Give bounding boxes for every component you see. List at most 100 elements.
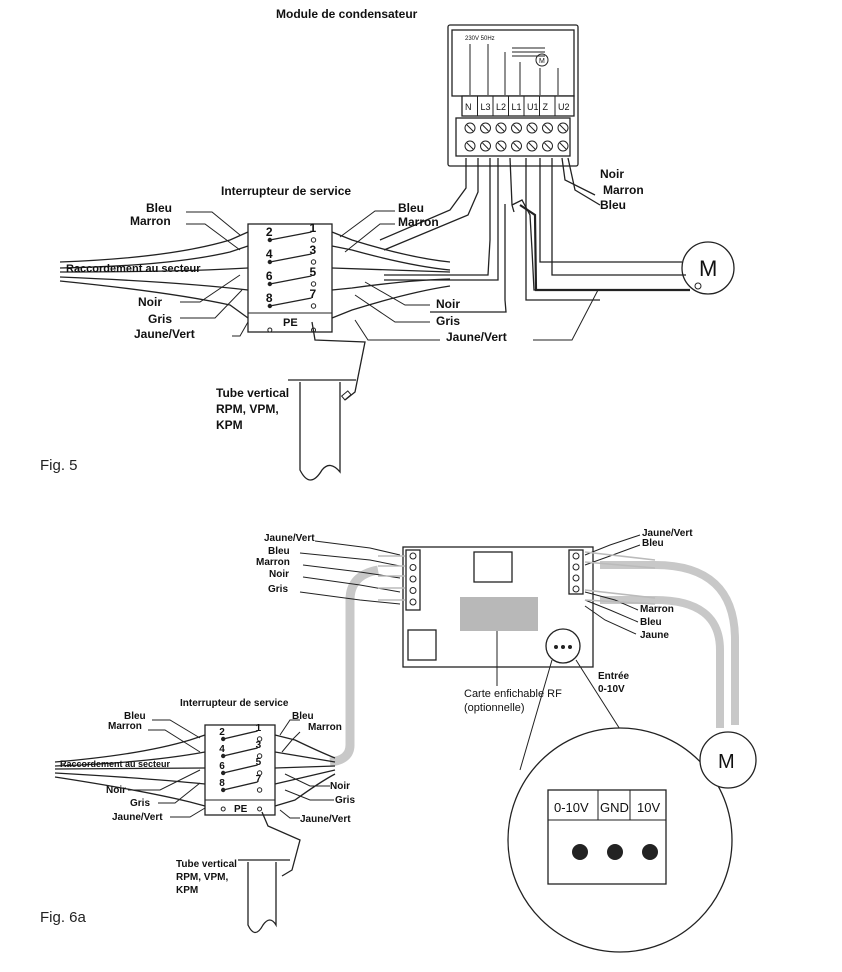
switch-right-number: 1 (256, 723, 262, 734)
right-top-label-2: Bleu (642, 538, 664, 549)
fig6-wire-labels: Jaune/Vert Bleu Marron Noir Gris Jaune/V… (256, 528, 693, 714)
right-terminal-block (568, 549, 584, 595)
fig6-left-leaders (299, 540, 405, 605)
input-pin-dot (561, 645, 565, 649)
motor-label: M (718, 751, 735, 773)
screw-slot (482, 142, 489, 150)
input-line-2: 0-10V (598, 684, 625, 695)
switch-right-number: 1 (310, 221, 317, 235)
screw-slot (544, 142, 551, 150)
switch-left-number: 4 (219, 744, 225, 755)
switch-contact (310, 303, 317, 309)
input-pin-dot (554, 645, 558, 649)
switch-blade (223, 781, 258, 791)
switch-box (247, 223, 333, 333)
figure-label-6a: Fig. 6a (40, 909, 87, 926)
vertical-tube-fig6a: Tube vertical RPM, VPM, KPM (176, 811, 301, 934)
switch-right-number: 3 (310, 243, 317, 257)
pe-contact (267, 327, 273, 333)
sw-left-top-2: Marron (108, 721, 142, 732)
switch-left-number: 2 (266, 225, 273, 239)
left-top-label-1: Bleu (146, 201, 172, 215)
board-chip (407, 629, 437, 661)
sw-left-bottom-2: Gris (130, 798, 150, 809)
switch-right-number: 7 (256, 774, 262, 785)
switch-left-number: 4 (266, 247, 273, 261)
module-terminal-label: U1 (527, 102, 539, 112)
grey-cable-right-bottom (600, 596, 724, 728)
tube-line-3: KPM (176, 885, 198, 896)
tube-line-1: Tube vertical (216, 386, 289, 400)
grey-cable-left (329, 565, 379, 767)
switch-left-number: 8 (219, 778, 225, 789)
switch-blade (223, 747, 258, 757)
switch-blade (269, 275, 312, 285)
mains-cable-fig6a: Raccordement au secteur (54, 734, 336, 807)
switch-blade (223, 764, 258, 774)
mid-bottom-label-1: Noir (436, 297, 460, 311)
screw-slot (497, 142, 505, 150)
board-screw (572, 585, 580, 593)
switch-title: Interrupteur de service (221, 184, 351, 198)
left-wire-label-3: Marron (256, 557, 290, 568)
sw-left-top-1: Bleu (124, 711, 146, 722)
board-screw (409, 575, 417, 583)
fig6-right-leaders (584, 534, 656, 635)
fig6-switch-labels: Bleu Marron Noir Gris Jaune/Vert Bleu Ma… (106, 711, 355, 825)
tube-line-2: RPM, VPM, (216, 402, 279, 416)
mid-top-label-1: Bleu (398, 201, 424, 215)
right-top-label-1: Jaune/Vert (642, 528, 693, 539)
switch-pivot (267, 281, 273, 287)
input-line-1: Entrée (598, 671, 630, 682)
sw-left-bottom-1: Noir (106, 785, 126, 796)
module-terminal-label: L2 (496, 102, 506, 112)
screw-slot (559, 124, 567, 132)
mains-cable-fig5: Raccordement au secteur (59, 231, 451, 319)
tube-ground-clip (340, 390, 352, 401)
screw-slot (466, 142, 474, 150)
fig5-label-leaders (180, 210, 599, 341)
zoom-label-2: GND (600, 800, 629, 815)
sw-right-bottom-1: Noir (330, 781, 350, 792)
board-screw (572, 552, 580, 560)
zoom-label-3: 10V (637, 800, 660, 815)
motor-ground-terminal (694, 282, 702, 290)
switch-contact (310, 237, 317, 243)
fig6-switch-leaders (128, 719, 334, 819)
module-terminal-label: N (465, 102, 472, 112)
sw-right-bottom-2: Gris (335, 795, 355, 806)
board-transformer (473, 551, 513, 583)
board-screw (572, 563, 580, 571)
switch-right-number: 5 (310, 265, 317, 279)
switch-contact (256, 736, 263, 742)
module-motor-symbol (535, 53, 549, 67)
switch-right-number: 3 (256, 740, 262, 751)
figure-label-5: Fig. 5 (40, 457, 78, 474)
mid-top-label-2: Marron (398, 215, 439, 229)
motor-fig6a: M (699, 731, 757, 789)
sw-left-bottom-3: Jaune/Vert (112, 812, 163, 823)
vertical-tube-fig5: Tube vertical RPM, VPM, KPM (216, 321, 366, 481)
screw-slot (528, 124, 536, 132)
module-schematic-area (451, 29, 575, 97)
zoom-terminal-block (547, 789, 667, 885)
module-terminal-label: Z (543, 102, 549, 112)
zoom-label-1: 0-10V (554, 800, 589, 815)
left-bottom-label-3: Jaune/Vert (134, 327, 195, 341)
switch-left-number: 6 (266, 269, 273, 283)
screw-slot (513, 142, 520, 150)
switch-contact (256, 770, 263, 776)
tube-line-3: KPM (216, 418, 243, 432)
pe-label: PE (283, 317, 298, 329)
switch-box (204, 724, 276, 816)
rf-card-slot (460, 597, 538, 631)
switch-left-number: 8 (266, 291, 273, 305)
switch-left-number: 6 (219, 761, 225, 772)
module-voltage: 230V 50Hz (465, 36, 495, 42)
module-terminal-label: L3 (481, 102, 491, 112)
rf-card-line-2: (optionnelle) (464, 702, 525, 714)
